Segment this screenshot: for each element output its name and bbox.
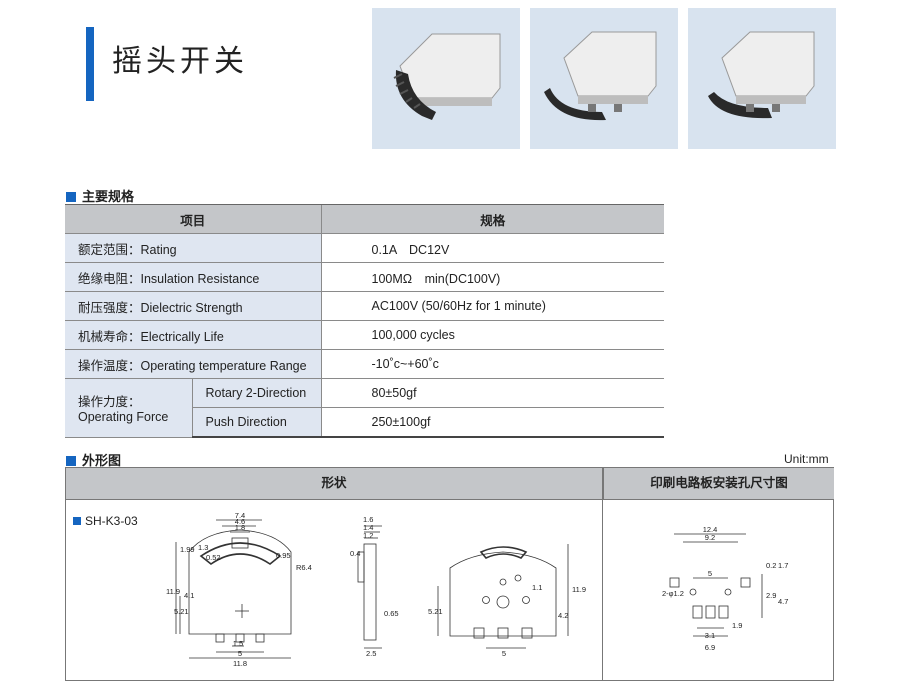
spec-header-item: 项目 [65,204,321,234]
dim-label: 7.4 [235,511,245,520]
model-label: SH-K3-03 [73,514,138,528]
drawing-box: 形状 印刷电路板安装孔尺寸图 SH-K3-03 [65,467,834,681]
spec-label: 机械寿命：Electrically Life [65,320,321,350]
dim-label: 11.8 [233,659,247,668]
dim-label: 0.4 [350,549,360,558]
spec-value: 100MΩ min(DC100V) [320,262,664,292]
dim-label: 4.6 [235,517,245,526]
table-row: 操作温度：Operating temperature Range -10˚c~+… [65,349,664,379]
column-divider [602,468,603,680]
product-photo-3 [688,8,836,149]
dim-label: 1.8 [235,523,245,532]
product-photo-1 [372,8,520,149]
dim-label: 1.7 [778,561,788,570]
force-label-en: Operating Force [78,410,169,425]
dim-label: 2-φ1.2 [662,589,684,598]
force-sub-label: Push Direction [191,407,321,438]
dim-label: 2.5 [366,649,376,658]
dim-label: 1.99 [180,545,195,554]
page-title: 摇头开关 [112,44,248,79]
dim-label: R6.4 [296,563,312,572]
spec-value: 100,000 cycles [320,320,664,350]
dim-label: 0.65 [384,609,399,618]
spec-value: -10˚c~+60˚c [320,349,664,379]
force-label: 操作力度： Operating Force [65,378,192,438]
dim-label: 2.9 [766,591,776,600]
table-row: 操作力度： Operating Force Rotary 2-Direction… [65,378,664,438]
outline-section-heading: 外形图 [66,450,121,469]
dim-label: 1.6 [363,515,373,524]
technical-drawing: 7.4 4.6 1.8 1.99 1.3 0.52 0.95 R6.4 11.9… [166,511,788,668]
dim-label: 1.2 [363,531,373,540]
dim-label: 4.1 [184,591,194,600]
spec-header-spec: 规格 [320,204,664,234]
force-label-cn: 操作力度： [78,395,141,410]
spec-label: 绝缘电阻：Insulation Resistance [65,262,321,292]
dim-label: 1.4 [363,523,373,532]
table-row: 绝缘电阻：Insulation Resistance 100MΩ min(DC1… [65,262,664,292]
shape-column-header: 形状 [66,468,602,500]
table-row: 机械寿命：Electrically Life 100,000 cycles [65,320,664,350]
product-photo-2 [530,8,678,149]
dim-label: 1.3 [198,543,208,552]
dim-label: 5 [238,649,242,658]
dim-label: 0.52 [206,553,221,562]
dim-label: 0.95 [276,551,291,560]
spec-value: AC100V (50/60Hz for 1 minute) [320,291,664,321]
dim-label: 4.7 [778,597,788,606]
dim-label: 1.5 [233,639,243,648]
dim-label: 1.9 [732,621,742,630]
force-sub-label: Rotary 2-Direction [191,378,321,408]
spec-value: 80±50gf [320,378,664,408]
pcb-column-header: 印刷电路板安装孔尺寸图 [603,468,834,500]
dim-label: 1.1 [532,583,542,592]
spec-table: 项目 规格 额定范围：Rating 0.1A DC12V 绝缘电阻：Insula… [65,204,664,438]
table-row: 额定范围：Rating 0.1A DC12V [65,233,664,263]
spec-label: 操作温度：Operating temperature Range [65,349,321,379]
dim-label: 11.9 [166,587,180,596]
spec-header-row: 项目 规格 [65,204,664,234]
dim-label: 6.9 [705,643,715,652]
spec-label: 额定范围：Rating [65,233,321,263]
dim-label: 11.9 [572,585,586,594]
dim-label: 5.21 [174,607,189,616]
spec-value: 0.1A DC12V [320,233,664,263]
unit-label: Unit:mm [784,452,829,466]
dim-label: 3.1 [705,631,715,640]
dim-label: 5 [502,649,506,658]
table-row: 耐压强度：Dielectric Strength AC100V (50/60Hz… [65,291,664,321]
title-accent-bar [86,27,94,101]
dim-label: 5 [708,569,712,578]
dim-label: 4.2 [558,611,568,620]
spec-label: 耐压强度：Dielectric Strength [65,291,321,321]
dim-label: 9.2 [705,533,715,542]
table-row: Push Direction 250±100gf [65,407,664,438]
dim-label: 5.21 [428,607,443,616]
dim-label: 12.4 [703,525,718,534]
dim-label: 0.2 [766,561,776,570]
spec-value: 250±100gf [320,407,664,438]
spec-section-heading: 主要规格 [66,186,134,205]
